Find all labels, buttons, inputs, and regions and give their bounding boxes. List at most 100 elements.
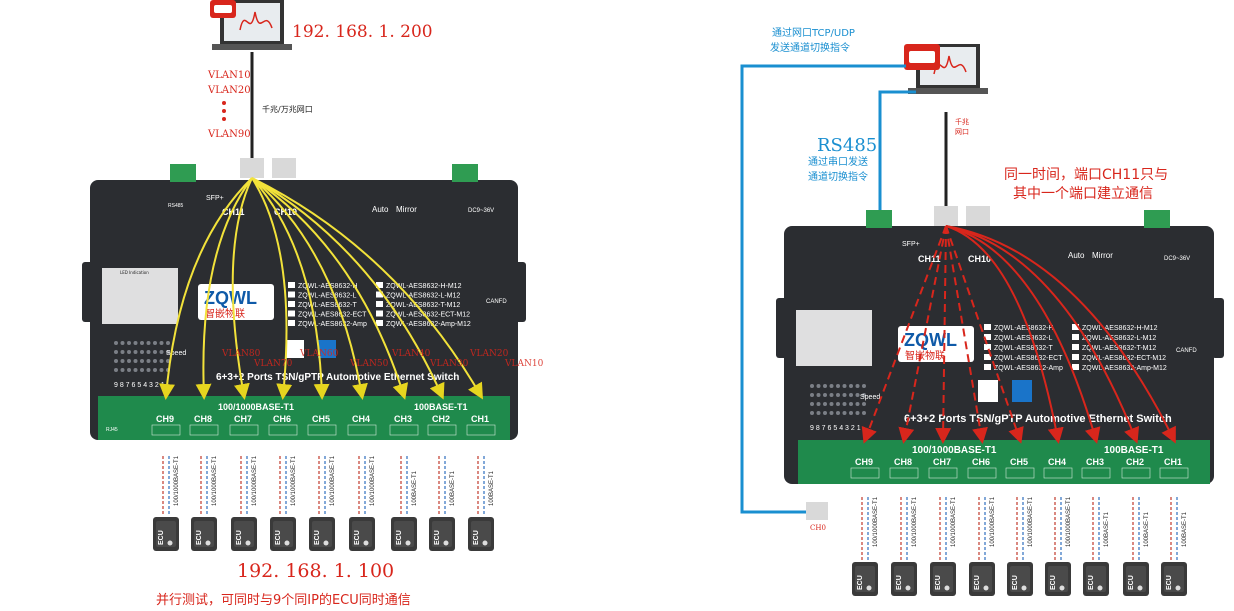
ecu-icon <box>969 562 995 596</box>
led-dot <box>829 384 834 388</box>
led-numbers-right: 9 8 7 6 5 4 3 2 1 <box>810 425 861 432</box>
channel-label-3: CH3 <box>394 414 412 424</box>
ecu-label: ECU <box>396 530 403 545</box>
canfd-label-right: CANFD <box>1176 348 1197 354</box>
led-dot <box>127 350 131 354</box>
model-checkbox <box>1072 334 1079 340</box>
model-checkbox <box>984 364 991 370</box>
ecu-icon <box>429 517 455 551</box>
channel-port-5 <box>1005 467 1035 479</box>
channel-label-9: CH9 <box>855 457 873 467</box>
auto-label: Auto <box>372 205 389 214</box>
power-label-right: DC9~36V <box>1164 256 1190 262</box>
switch-arrow-ch1 <box>945 225 1176 444</box>
gig-label-2: 网口 <box>955 128 969 136</box>
model-checkbox <box>1072 324 1079 330</box>
led-dot <box>836 393 840 397</box>
model-checkbox <box>1072 364 1079 370</box>
cable-label: 100/1000BASE-T1 <box>1066 496 1072 547</box>
vlan-arrow-ch3 <box>251 177 409 400</box>
channel-label-6: CH6 <box>972 457 990 467</box>
ecu-label: ECU <box>434 530 441 545</box>
overlay-vlan-label: VLAN40 <box>391 349 431 359</box>
led-dot <box>127 359 131 363</box>
led-dot <box>842 402 847 406</box>
cable-label: 100BASE-T1 <box>450 470 456 506</box>
led-dot <box>146 368 151 372</box>
channel-port-4 <box>347 424 377 436</box>
tcp-note-2: 发送通道切换指令 <box>770 41 850 54</box>
channel-label-7: CH7 <box>933 457 951 467</box>
ecu-label: ECU <box>158 530 165 545</box>
model-item: ZQWL-AES8632-ECT-M12 <box>1082 355 1166 362</box>
ch0-port <box>806 502 828 520</box>
vlan-label-1: VLAN10 <box>207 70 251 81</box>
model-item: ZQWL-AES8632-ECT-M12 <box>386 312 470 319</box>
ecu-icon <box>309 517 335 551</box>
led-dot <box>120 341 125 345</box>
model-checkbox <box>984 354 991 360</box>
led-dot <box>816 393 821 397</box>
ch11-label-right: CH11 <box>918 254 941 264</box>
right-panel: 通过网口TCP/UDP 发送通道切换指令 CH0 RS485 通过串口发送 通道… <box>740 26 1224 596</box>
led-dot <box>836 411 840 415</box>
model-item: ZQWL-AES8632-L-M12 <box>386 293 460 300</box>
model-checkbox <box>984 324 991 330</box>
device-title: 6+3+2 Ports TSN/gPTP Automotive Ethernet… <box>216 372 459 383</box>
led-dot <box>810 393 814 397</box>
led-dot <box>849 384 853 388</box>
ecu-icon <box>349 517 375 551</box>
led-table-right <box>796 310 872 366</box>
model-item: ZQWL-AES8632-L-M12 <box>1082 335 1156 342</box>
ecu-label: ECU <box>1128 575 1135 590</box>
model-checkbox <box>288 320 295 326</box>
tsn-icon <box>286 340 304 358</box>
model-checkbox <box>1072 344 1079 350</box>
power-label: DC9~36V <box>468 208 494 214</box>
ecu-label: ECU <box>1012 575 1019 590</box>
cable-label: 100BASE-T1 <box>1144 511 1150 547</box>
channel-port-4 <box>1043 467 1073 479</box>
auto-label-right: Auto <box>1068 251 1085 260</box>
channel-port-5 <box>307 424 337 436</box>
tsn-icon-right <box>978 380 998 402</box>
cable-label: 100BASE-T1 <box>1104 511 1110 547</box>
ecu-icon <box>1161 562 1187 596</box>
switch-arrow-ch4 <box>945 225 1064 444</box>
speed-label: Speed <box>166 350 186 357</box>
led-dot <box>140 350 144 354</box>
ecu-icon <box>1045 562 1071 596</box>
sfp-label: SFP+ <box>206 195 224 202</box>
switch-arrow-ch3 <box>945 225 1101 444</box>
led-dot <box>133 341 138 345</box>
channel-port-3 <box>389 424 419 436</box>
channel-port-3 <box>1081 467 1111 479</box>
callout-1: 同一时间，端口CH11只与 <box>1004 167 1168 183</box>
led-dot <box>842 384 847 388</box>
led-dot <box>140 341 144 345</box>
vlan-arrow-ch7 <box>231 177 253 400</box>
channel-label-9: CH9 <box>156 414 174 424</box>
ecu-label: ECU <box>1088 575 1095 590</box>
ecu-label: ECU <box>314 530 321 545</box>
cable-label: 100/1000BASE-T1 <box>370 455 376 506</box>
model-checkbox <box>376 291 383 298</box>
ecu-label: ECU <box>196 530 203 545</box>
model-checkbox <box>288 301 295 307</box>
cable-label: 100/1000BASE-T1 <box>873 496 879 547</box>
uplink-port-label: 千兆/万兆网口 <box>262 104 313 114</box>
model-item: ZQWL-AES8632-Amp-M12 <box>1082 365 1167 372</box>
led-dot <box>153 350 157 354</box>
led-dot <box>855 393 860 397</box>
switch-device-left: ZQWL 智嵌物联 SFP+ CH11 CH10 Auto Mirror DC9… <box>82 158 526 440</box>
model-item: ZQWL-AES8632-Amp <box>298 321 367 328</box>
brand-logo: ZQWL <box>204 288 257 308</box>
led-dot <box>829 402 834 406</box>
led-dot <box>114 359 118 363</box>
left-panel: 192. 168. 1. 200 VLAN10 VLAN20 VLAN90 千兆… <box>82 0 544 608</box>
led-dot <box>120 359 125 363</box>
rs485-note-2: 通道切换指令 <box>808 170 868 183</box>
vlan-arrow-ch1 <box>251 177 484 400</box>
canfd-label: CANFD <box>486 299 507 305</box>
